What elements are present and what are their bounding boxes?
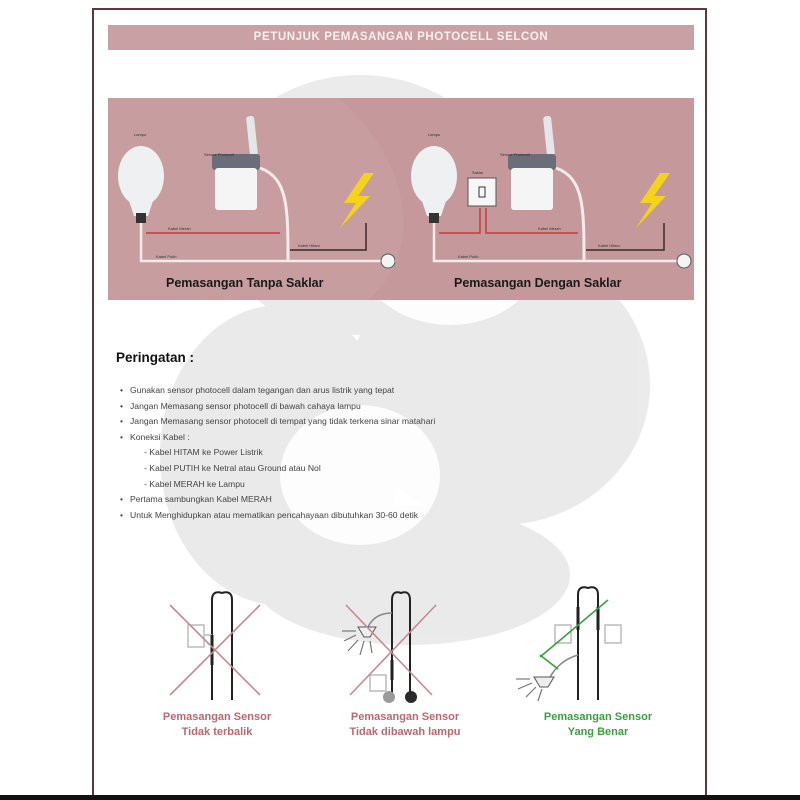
- label-sensor-1: Sensor Photocell: [204, 152, 235, 157]
- figure-caption-2: Pemasangan Sensor Tidak dibawah lampu: [349, 711, 461, 738]
- warning-subitem: - Kabel MERAH ke Lampu: [144, 478, 245, 489]
- diagram-with-switch: [411, 115, 692, 269]
- label-switch-2: Saklar: [472, 170, 484, 175]
- figure-wrong-under-lamp-icon: [342, 591, 437, 703]
- diagram-caption-without-switch: Pemasangan Tanpa Saklar: [166, 276, 324, 290]
- warnings-title: Peringatan :: [116, 350, 195, 365]
- warning-item: Koneksi Kabel :: [120, 430, 435, 446]
- label-red-cable-2: Kabel Merah: [538, 226, 561, 231]
- label-white-cable-2: Kabel Putih: [458, 254, 479, 259]
- document-title: PETUNJUK PEMASANGAN PHOTOCELL SELCON: [108, 25, 694, 50]
- figure-correct-install-icon: [516, 586, 622, 702]
- warning-subitem: - Kabel HITAM ke Power Listrik: [144, 447, 263, 458]
- figure-caption-3: Pemasangan Sensor Yang Benar: [543, 711, 653, 738]
- warning-item: Untuk Menghidupkan atau mematikan pencah…: [120, 508, 435, 524]
- warning-item: Jangan Memasang sensor photocell di bawa…: [120, 399, 435, 415]
- warning-item: Jangan Memasang sensor photocell di temp…: [120, 414, 435, 430]
- label-sensor-2: Sensor Photocell: [500, 152, 531, 157]
- diagram-without-switch: [118, 115, 396, 269]
- bottom-edge-bar: [0, 795, 800, 800]
- figure-wrong-upside-down-icon: [169, 591, 261, 700]
- label-white-cable-1: Kabel Putih: [156, 254, 177, 259]
- diagram-caption-with-switch: Pemasangan Dengan Saklar: [454, 276, 622, 290]
- label-lamp-2: Lampu: [428, 132, 441, 137]
- warning-item: Gunakan sensor photocell dalam tegangan …: [120, 383, 435, 399]
- label-red-cable-1: Kabel Merah: [168, 226, 191, 231]
- warning-item: Pertama sambungkan Kabel MERAH: [120, 492, 435, 508]
- wiring-diagram-panel: Lampu Sensor Photocell Kabel Merah Kabel…: [108, 98, 694, 300]
- warning-subitem: - Kabel PUTIH ke Netral atau Ground atau…: [144, 462, 321, 473]
- label-black-cable-2: Kabel Hitam: [598, 243, 620, 248]
- label-lamp-1: Lampu: [134, 132, 147, 137]
- label-black-cable-1: Kabel Hitam: [298, 243, 320, 248]
- warnings-list: Gunakan sensor photocell dalam tegangan …: [120, 383, 435, 523]
- figure-caption-1: Pemasangan Sensor Tidak terbalik: [162, 711, 272, 738]
